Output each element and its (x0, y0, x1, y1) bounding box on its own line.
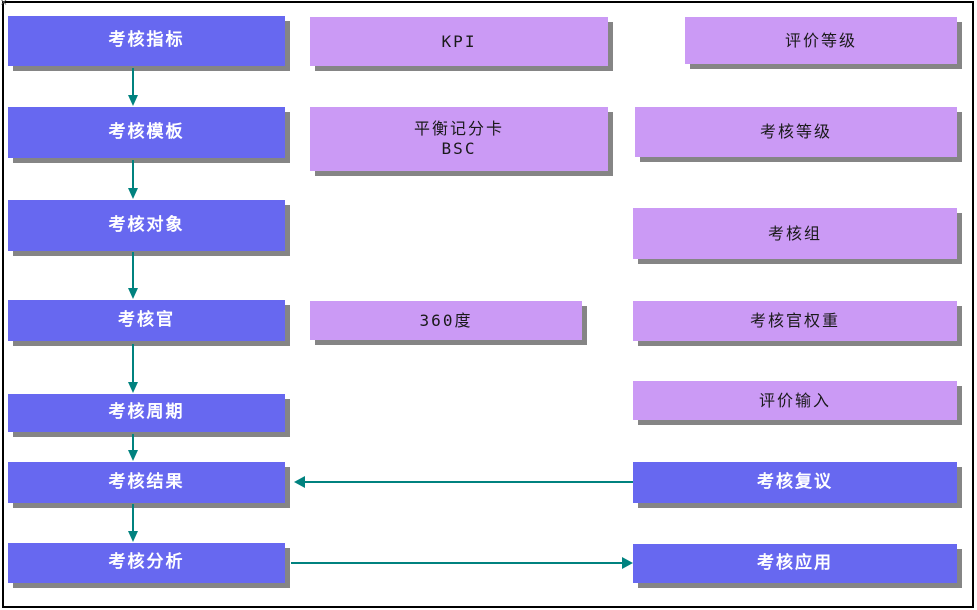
flow-node-assessment-analysis: 考核分析 (8, 543, 285, 583)
action-node-assessment-review: 考核复议 (633, 462, 957, 503)
config-node-assessor-weight: 考核官权重 (633, 301, 957, 341)
config-node-assessment-group: 考核组 (633, 208, 957, 259)
arrow-down-object-to-assessor-icon (128, 252, 138, 299)
method-node-bsc: 平衡记分卡 BSC (310, 107, 608, 171)
arrow-down-cycle-to-result-icon (128, 434, 138, 461)
arrow-down-assessor-to-cycle-icon (128, 344, 138, 393)
arrow-right-analysis-to-application-icon (291, 557, 633, 569)
flow-node-assessor: 考核官 (8, 300, 285, 341)
arrow-left-review-to-result-icon (294, 476, 633, 488)
corner-mark: × (0, 0, 8, 8)
bsc-line1: 平衡记分卡 (413, 119, 504, 138)
arrow-down-indicator-to-template-icon (128, 68, 138, 106)
arrow-down-result-to-analysis-icon (128, 504, 138, 542)
config-node-evaluation-level: 评价等级 (685, 17, 957, 64)
flow-node-assessment-object: 考核对象 (8, 200, 285, 251)
method-node-kpi: KPI (310, 17, 608, 66)
action-node-assessment-application: 考核应用 (633, 544, 957, 583)
flow-node-assessment-cycle: 考核周期 (8, 394, 285, 432)
arrow-down-template-to-object-icon (128, 160, 138, 199)
flow-node-assessment-template: 考核模板 (8, 107, 285, 158)
flow-node-assessment-indicator: 考核指标 (8, 16, 285, 66)
flow-node-assessment-result: 考核结果 (8, 462, 285, 503)
config-node-evaluation-input: 评价输入 (633, 381, 957, 420)
method-node-360-degree: 360度 (310, 301, 582, 340)
config-node-assessment-level: 考核等级 (635, 107, 957, 157)
bsc-line2: BSC (441, 139, 477, 158)
